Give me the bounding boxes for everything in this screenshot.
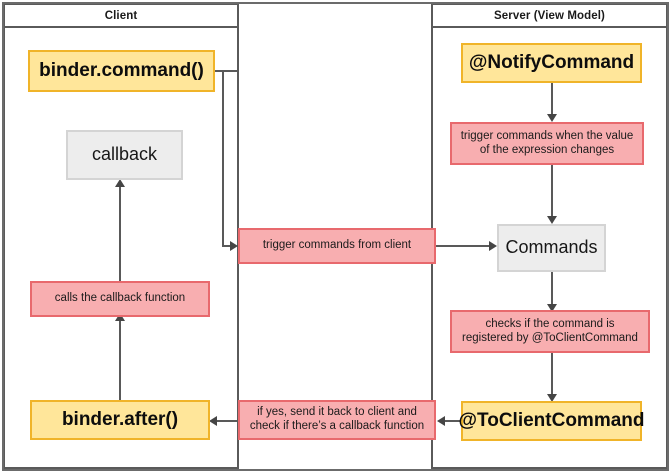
arrowhead-checks-to-toclientcommand xyxy=(547,394,557,402)
arrowhead-bindercommand-to-trigger xyxy=(230,241,238,251)
node-callback[interactable]: callback xyxy=(66,130,183,180)
node-to-client-command-label: @ToClientCommand xyxy=(458,409,645,431)
node-trigger-when-value-changes-line1: trigger commands when the value xyxy=(460,129,634,142)
node-calls-the-callback-function[interactable]: calls the callback function xyxy=(30,281,210,317)
connector-callsfn-to-callback xyxy=(119,184,121,282)
connector-trigger-to-commands xyxy=(436,245,490,247)
connector-toclientcommand-to-ifyes xyxy=(441,420,463,422)
arrowhead-notify-to-triggervalue xyxy=(547,114,557,122)
node-notify-command-label: @NotifyCommand xyxy=(468,51,635,73)
node-commands[interactable]: Commands xyxy=(497,224,606,272)
node-notify-command[interactable]: @NotifyCommand xyxy=(461,43,642,83)
arrowhead-binderafter-to-callsfn xyxy=(115,313,125,321)
connector-notify-to-triggervalue xyxy=(551,83,553,118)
connector-checks-to-toclientcommand xyxy=(551,353,553,399)
swimlane-server-header: Server (View Model) xyxy=(433,5,666,28)
node-binder-after[interactable]: binder.after() xyxy=(30,400,210,440)
swimlane-server-title: Server (View Model) xyxy=(494,9,605,22)
node-checks-if-registered[interactable]: checks if the command is registered by @… xyxy=(450,310,650,353)
node-trigger-commands-from-client[interactable]: trigger commands from client xyxy=(238,228,436,264)
arrowhead-callsfn-to-callback xyxy=(115,179,125,187)
arrowhead-commands-to-checks xyxy=(547,304,557,312)
node-binder-command-label: binder.command() xyxy=(39,59,204,81)
node-callback-label: callback xyxy=(91,144,158,165)
swimlane-client-header: Client xyxy=(5,5,237,28)
arrowhead-ifyes-to-binderafter xyxy=(209,416,217,426)
swimlane-client-title: Client xyxy=(104,9,138,22)
node-to-client-command[interactable]: @ToClientCommand xyxy=(458,401,645,441)
connector-ifyes-to-binderafter xyxy=(214,420,239,422)
arrowhead-triggervalue-to-commands xyxy=(547,216,557,224)
connector-bindercommand-to-trigger-h2 xyxy=(222,245,236,247)
node-checks-if-registered-label: checks if the command is registered by @… xyxy=(462,318,638,345)
node-if-yes-send-back-line1: if yes, send it back to client and xyxy=(257,406,417,419)
node-commands-label: Commands xyxy=(505,237,598,258)
node-trigger-commands-from-client-label: trigger commands from client xyxy=(262,239,412,252)
node-if-yes-send-back-line2: check if there’s a callback function xyxy=(249,420,425,432)
node-binder-after-label: binder.after() xyxy=(61,408,179,430)
arrowhead-toclientcommand-to-ifyes xyxy=(437,416,445,426)
connector-bindercommand-to-trigger-v xyxy=(222,70,224,246)
node-binder-command[interactable]: binder.command() xyxy=(28,50,215,92)
node-checks-if-registered-line2: registered by @ToClientCommand xyxy=(462,331,638,344)
connector-commands-to-checks xyxy=(551,272,553,308)
node-if-yes-send-back[interactable]: if yes, send it back to client and check… xyxy=(238,400,436,440)
node-trigger-when-value-changes[interactable]: trigger commands when the value of the e… xyxy=(450,122,644,165)
node-checks-if-registered-line1: checks if the command is xyxy=(485,317,615,330)
node-if-yes-send-back-label: if yes, send it back to client and check… xyxy=(250,406,424,433)
connector-triggervalue-to-commands xyxy=(551,165,553,220)
node-calls-the-callback-function-label: calls the callback function xyxy=(54,292,186,305)
connector-bindercommand-to-trigger-h1 xyxy=(215,70,239,72)
connector-binderafter-to-callsfn xyxy=(119,317,121,401)
node-trigger-when-value-changes-label: trigger commands when the value of the e… xyxy=(461,130,634,157)
node-trigger-when-value-changes-line2: of the expression changes xyxy=(479,143,615,156)
arrowhead-trigger-to-commands xyxy=(489,241,497,251)
